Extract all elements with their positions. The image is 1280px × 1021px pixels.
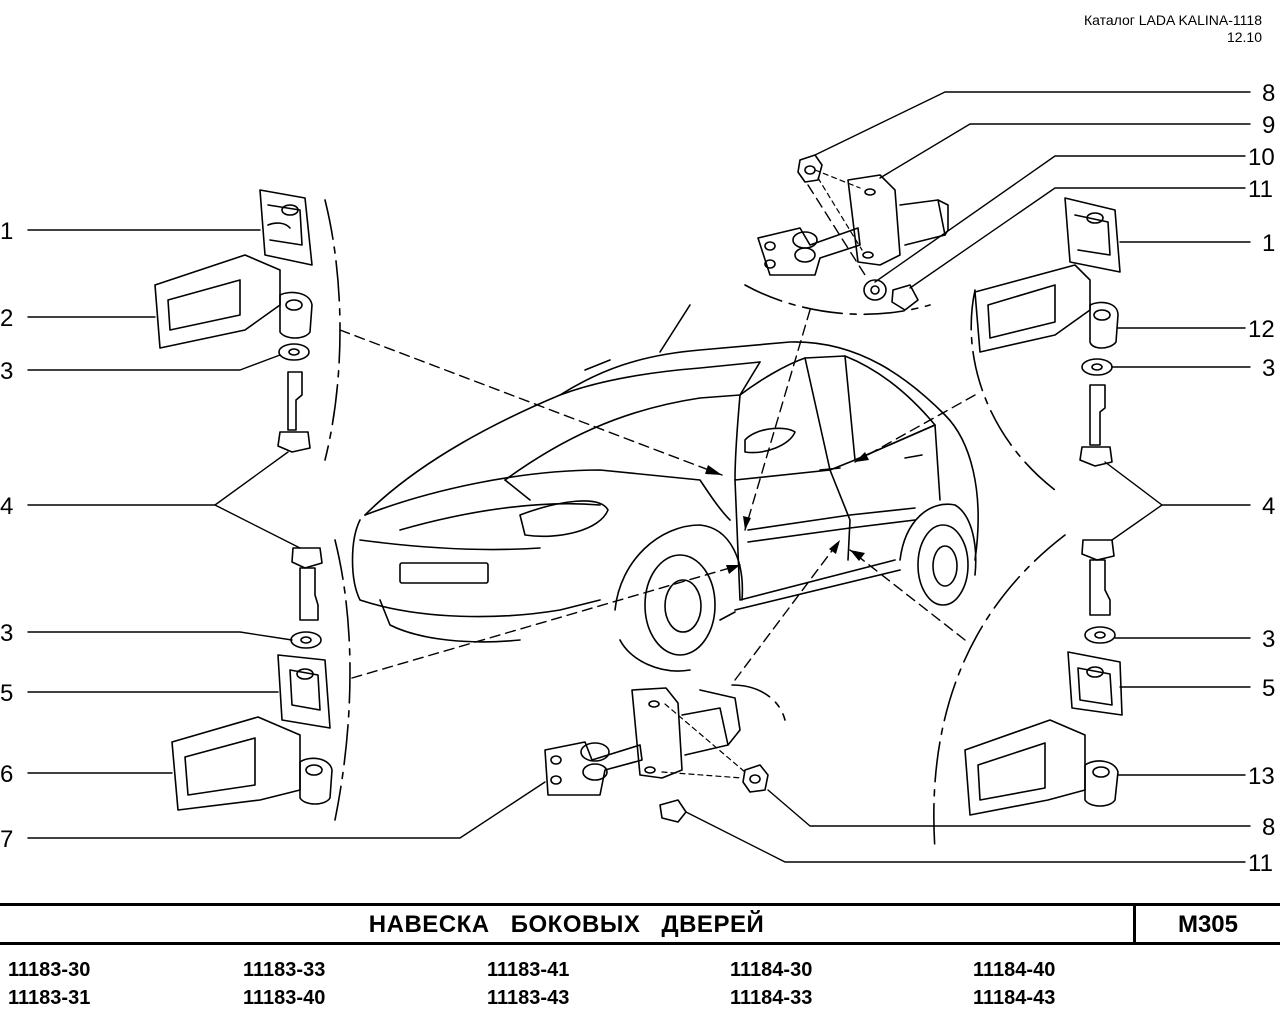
model-code: 11183-43 [487, 987, 570, 1009]
car-illustration [351, 304, 979, 672]
page-code: М305 [1177, 911, 1239, 938]
callout-left-7: 7 [0, 826, 13, 853]
model-column-5: 11184-40 11184-43 [973, 956, 1055, 1012]
model-list: 11183-30 11183-31 11183-33 11183-40 1118… [0, 956, 1280, 1016]
hinge-pin-lower-right [1081, 539, 1115, 616]
callout-right-3a: 3 [1262, 355, 1275, 382]
model-column-2: 11183-33 11183-40 [243, 956, 325, 1012]
callout-right-11a: 11 [1248, 176, 1273, 203]
pointer-arrowheads [705, 452, 869, 574]
hinge-bracket-lower-left [277, 654, 331, 729]
model-code: 11183-31 [8, 987, 91, 1009]
door-hinge-upper-left [154, 254, 313, 349]
title-divider [1133, 906, 1136, 942]
check-upper-dash [814, 169, 863, 251]
model-code: 11184-33 [730, 987, 813, 1009]
model-code: 11184-43 [973, 987, 1056, 1009]
pointer-lines [339, 184, 976, 681]
callout-right-11b: 11 [1248, 850, 1273, 877]
callout-left-3b: 3 [0, 620, 13, 647]
washer-lower-left [290, 631, 322, 649]
hinge-bracket-upper-right [1064, 197, 1121, 273]
model-code: 11183-30 [8, 959, 91, 981]
callout-right-9: 9 [1262, 112, 1275, 139]
model-code: 11183-40 [243, 987, 326, 1009]
hinge-pin-upper-left [277, 371, 311, 453]
grouping-arcs [324, 199, 1066, 851]
door-check-lower [544, 687, 769, 823]
callout-right-8b: 8 [1262, 814, 1275, 841]
callout-left-1: 1 [0, 218, 13, 245]
door-hinge-lower-right [964, 719, 1119, 816]
model-code: 11183-33 [243, 959, 326, 981]
hinge-pin-upper-right [1079, 384, 1113, 467]
callout-right-10: 10 [1248, 144, 1275, 171]
model-column-4: 11184-30 11184-33 [730, 956, 812, 1012]
model-code: 11183-41 [487, 959, 570, 981]
door-hinge-upper-right [974, 264, 1119, 353]
callout-left-5: 5 [0, 680, 13, 707]
callout-right-13: 13 [1248, 763, 1275, 790]
hinge-bracket-upper-left [259, 189, 313, 266]
washer-lower-right [1084, 626, 1116, 644]
callout-left-2: 2 [0, 305, 13, 332]
washer-upper-left [278, 343, 310, 361]
washer-upper-right [1081, 358, 1113, 376]
title-bar: НАВЕСКА БОКОВЫХ ДВЕРЕЙ М305 [0, 903, 1280, 945]
callout-right-8a: 8 [1262, 80, 1275, 107]
hinge-bracket-lower-right [1067, 651, 1123, 716]
callout-labels: 1 2 3 4 3 5 6 7 8 9 10 11 1 12 3 4 3 5 1… [0, 80, 1275, 877]
model-column-1: 11183-30 11183-31 [8, 956, 90, 1012]
model-column-3: 11183-41 11183-43 [487, 956, 569, 1012]
door-check-upper [757, 154, 949, 311]
catalog-header: Каталог LADA KALINA-1118 12.10 [1084, 12, 1262, 46]
exploded-parts-diagram: 1 2 3 4 3 5 6 7 8 9 10 11 1 12 3 4 3 5 1… [0, 80, 1275, 877]
model-code: 11184-40 [973, 959, 1056, 981]
callout-right-12: 12 [1248, 316, 1275, 343]
leader-lines [27, 91, 1251, 863]
model-code: 11184-30 [730, 959, 813, 981]
catalog-date: 12.10 [1226, 29, 1262, 45]
callout-left-4: 4 [0, 493, 13, 520]
callout-right-4: 4 [1262, 493, 1275, 520]
catalog-title: Каталог LADA KALINA-1118 [1083, 12, 1262, 28]
callout-right-1: 1 [1262, 230, 1275, 257]
page-title: НАВЕСКА БОКОВЫХ ДВЕРЕЙ [368, 911, 765, 938]
callout-right-3b: 3 [1262, 626, 1275, 653]
callout-right-5: 5 [1262, 675, 1275, 702]
callout-left-3a: 3 [0, 358, 13, 385]
hinge-pin-lower-left [291, 547, 323, 621]
callout-left-6: 6 [0, 761, 13, 788]
check-lower-dash [661, 703, 746, 779]
door-hinge-lower-left [171, 716, 333, 811]
